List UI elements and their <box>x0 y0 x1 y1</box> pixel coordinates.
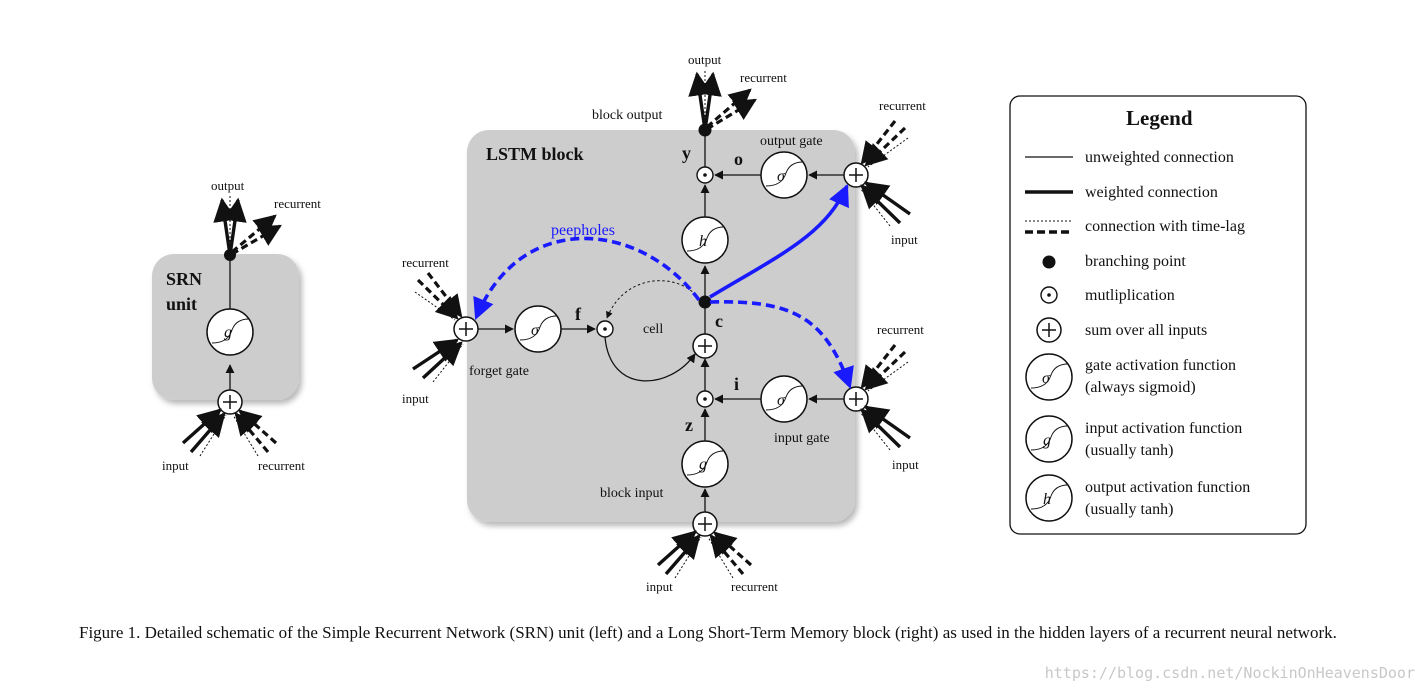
cell-branch-point <box>698 295 712 309</box>
legend-sigma-symbol: σ <box>1042 370 1051 387</box>
input-gate-recurrent-label: recurrent <box>877 322 924 337</box>
legend-item-label: unweighted connection <box>1085 149 1234 166</box>
output-gate-sigma-symbol: σ <box>777 168 786 185</box>
srn-output-label: output <box>211 178 245 193</box>
output-gate-label: output gate <box>760 134 823 149</box>
srn-input-label: input <box>162 458 189 473</box>
srn-recurrent-bottom-label: recurrent <box>258 458 305 473</box>
srn-title-line2: unit <box>166 294 197 314</box>
legend-item-label: sum over all inputs <box>1085 322 1207 339</box>
plus-icon <box>698 339 712 353</box>
output-gate-input-label: input <box>891 232 918 247</box>
forget-gate-input-label: input <box>402 391 429 406</box>
legend-branching-point-icon <box>1042 255 1056 269</box>
legend: Legend unweighted connection weighted co… <box>1009 95 1307 535</box>
cell-label: cell <box>643 322 663 337</box>
legend-item-label: gate activation function <box>1085 357 1236 374</box>
lstm-srn-diagram: SRN unit g output recurrent input recurr… <box>152 52 1307 594</box>
input-gate-label: input gate <box>774 431 830 446</box>
block-output-label: block output <box>592 108 662 123</box>
figure-caption: Figure 1. Detailed schematic of the Simp… <box>79 623 1337 642</box>
forget-gate-label: forget gate <box>469 364 529 379</box>
watermark-url: https://blog.csdn.net/NockinOnHeavensDoo… <box>1044 664 1415 682</box>
forget-gate-sigma-symbol: σ <box>531 322 540 339</box>
block-input-label: block input <box>600 486 663 501</box>
legend-g-symbol: g <box>1043 432 1051 449</box>
legend-item-label: output activation function <box>1085 479 1250 496</box>
lstm-output-label: output <box>688 52 722 67</box>
peepholes-label: peepholes <box>551 222 615 239</box>
srn-g-symbol: g <box>224 324 232 341</box>
legend-box <box>1009 95 1307 535</box>
legend-item-sublabel: (always sigmoid) <box>1085 379 1196 396</box>
srn-title-line1: SRN <box>166 269 202 289</box>
legend-item-label: connection with time-lag <box>1085 218 1245 235</box>
plus-icon <box>849 392 863 406</box>
peephole-to-input-gate <box>709 300 854 390</box>
output-gate-recurrent-label: recurrent <box>879 98 926 113</box>
lstm-recurrent-top-label: recurrent <box>740 70 787 85</box>
input-gate-sigma-symbol: σ <box>777 392 786 409</box>
legend-item-label: mutliplication <box>1085 287 1175 304</box>
lstm-block: LSTM block g z c h y <box>402 52 926 594</box>
plus-icon <box>223 395 237 409</box>
block-input-g-symbol: g <box>699 456 707 473</box>
dot-icon <box>703 397 707 401</box>
legend-title: Legend <box>1126 106 1193 130</box>
srn-unit: SRN unit g output recurrent input recurr… <box>152 178 321 473</box>
srn-recurrent-top-label: recurrent <box>274 196 321 211</box>
o-label: o <box>734 149 743 169</box>
bottom-input-label: input <box>646 579 673 594</box>
bottom-recurrent-label: recurrent <box>731 579 778 594</box>
y-label: y <box>682 143 691 163</box>
legend-item-label: input activation function <box>1085 420 1242 437</box>
f-label: f <box>575 304 582 324</box>
legend-item-sublabel: (usually tanh) <box>1085 501 1173 518</box>
dot-icon <box>703 173 707 177</box>
plus-icon <box>459 322 473 336</box>
input-gate-input-label: input <box>892 457 919 472</box>
h-symbol: h <box>699 233 707 250</box>
legend-item-label: weighted connection <box>1085 184 1218 201</box>
legend-h-symbol: h <box>1043 491 1051 508</box>
dot-icon <box>603 327 607 331</box>
lstm-block-background <box>467 130 855 522</box>
forget-gate-recurrent-label: recurrent <box>402 255 449 270</box>
peephole-to-output-gate <box>709 184 849 299</box>
plus-icon <box>698 517 712 531</box>
legend-item-label: branching point <box>1085 253 1186 270</box>
lstm-title: LSTM block <box>486 144 584 164</box>
legend-item-sublabel: (usually tanh) <box>1085 442 1173 459</box>
c-label: c <box>715 311 723 331</box>
plus-icon <box>849 168 863 182</box>
i-label: i <box>734 374 739 394</box>
z-label: z <box>685 415 693 435</box>
